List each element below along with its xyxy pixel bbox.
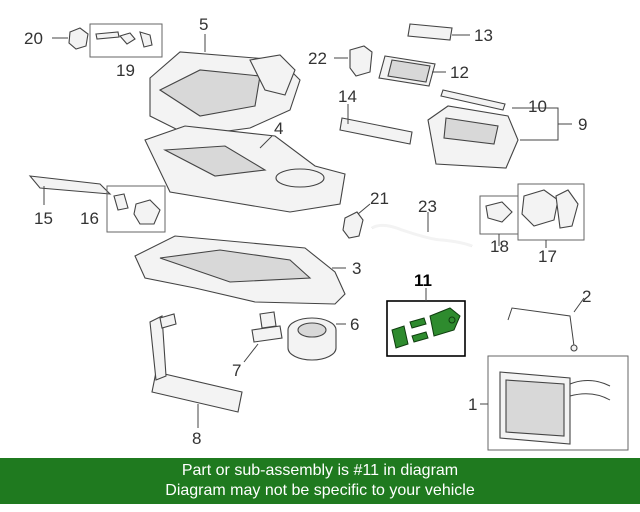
callout-17: 17 <box>538 247 557 266</box>
callout-9: 9 <box>578 115 587 134</box>
part-10-seal-strip[interactable] <box>440 89 506 111</box>
callout-18: 18 <box>490 237 509 256</box>
callout-7: 7 <box>232 361 241 380</box>
banner-line-2: Diagram may not be specific to your vehi… <box>165 482 475 499</box>
callout-12: 12 <box>450 63 469 82</box>
callout-20: 20 <box>24 29 43 48</box>
part-15-bracket[interactable] <box>28 175 112 205</box>
part-16-actuator-set[interactable] <box>106 185 166 233</box>
part-14-seal[interactable] <box>339 104 413 145</box>
part-9-filter-housing[interactable] <box>427 105 572 169</box>
part-19-hardware-set[interactable] <box>89 23 163 58</box>
parts-diagram: 20 19 5 22 13 12 14 10 9 4 15 16 21 23 1… <box>24 15 629 451</box>
callout-4: 4 <box>274 119 283 138</box>
part-17-actuator-assembly[interactable] <box>517 183 585 248</box>
callout-1: 1 <box>468 395 477 414</box>
part-23-drain-hose[interactable] <box>371 212 473 248</box>
callout-2: 2 <box>582 287 591 306</box>
callout-10: 10 <box>528 97 547 116</box>
callout-14: 14 <box>338 87 357 106</box>
callout-15: 15 <box>34 209 53 228</box>
part-11-hvac-control-kit[interactable] <box>386 288 466 357</box>
callout-3: 3 <box>352 259 361 278</box>
part-12-cabin-filter[interactable] <box>378 55 446 87</box>
part-4-lower-housing[interactable] <box>144 125 346 213</box>
callout-16: 16 <box>80 209 99 228</box>
callout-19: 19 <box>116 61 135 80</box>
callout-23: 23 <box>418 197 437 216</box>
part-20-clip[interactable] <box>52 27 89 50</box>
callout-13: 13 <box>474 26 493 45</box>
part-8-heater-core[interactable] <box>149 313 243 428</box>
callout-21: 21 <box>370 189 389 208</box>
part-3-main-case[interactable] <box>134 235 346 305</box>
part-5-upper-housing[interactable] <box>149 34 301 137</box>
part-7-resistor[interactable] <box>243 311 283 363</box>
banner-line-1: Part or sub-assembly is #11 in diagram <box>181 462 459 479</box>
info-banner: Part or sub-assembly is #11 in diagram D… <box>0 458 640 504</box>
callout-6: 6 <box>350 315 359 334</box>
part-21-sensor[interactable] <box>342 203 371 239</box>
part-2-sensor-wire[interactable] <box>507 297 585 352</box>
part-13-filter-cover[interactable] <box>407 23 470 41</box>
part-22-actuator[interactable] <box>334 45 373 77</box>
callout-5: 5 <box>199 15 208 34</box>
callout-11[interactable]: 11 <box>414 271 432 290</box>
part-1-evaporator[interactable] <box>480 355 629 451</box>
part-6-blower-motor[interactable] <box>287 317 346 361</box>
callout-22: 22 <box>308 49 327 68</box>
callout-8: 8 <box>192 429 201 448</box>
